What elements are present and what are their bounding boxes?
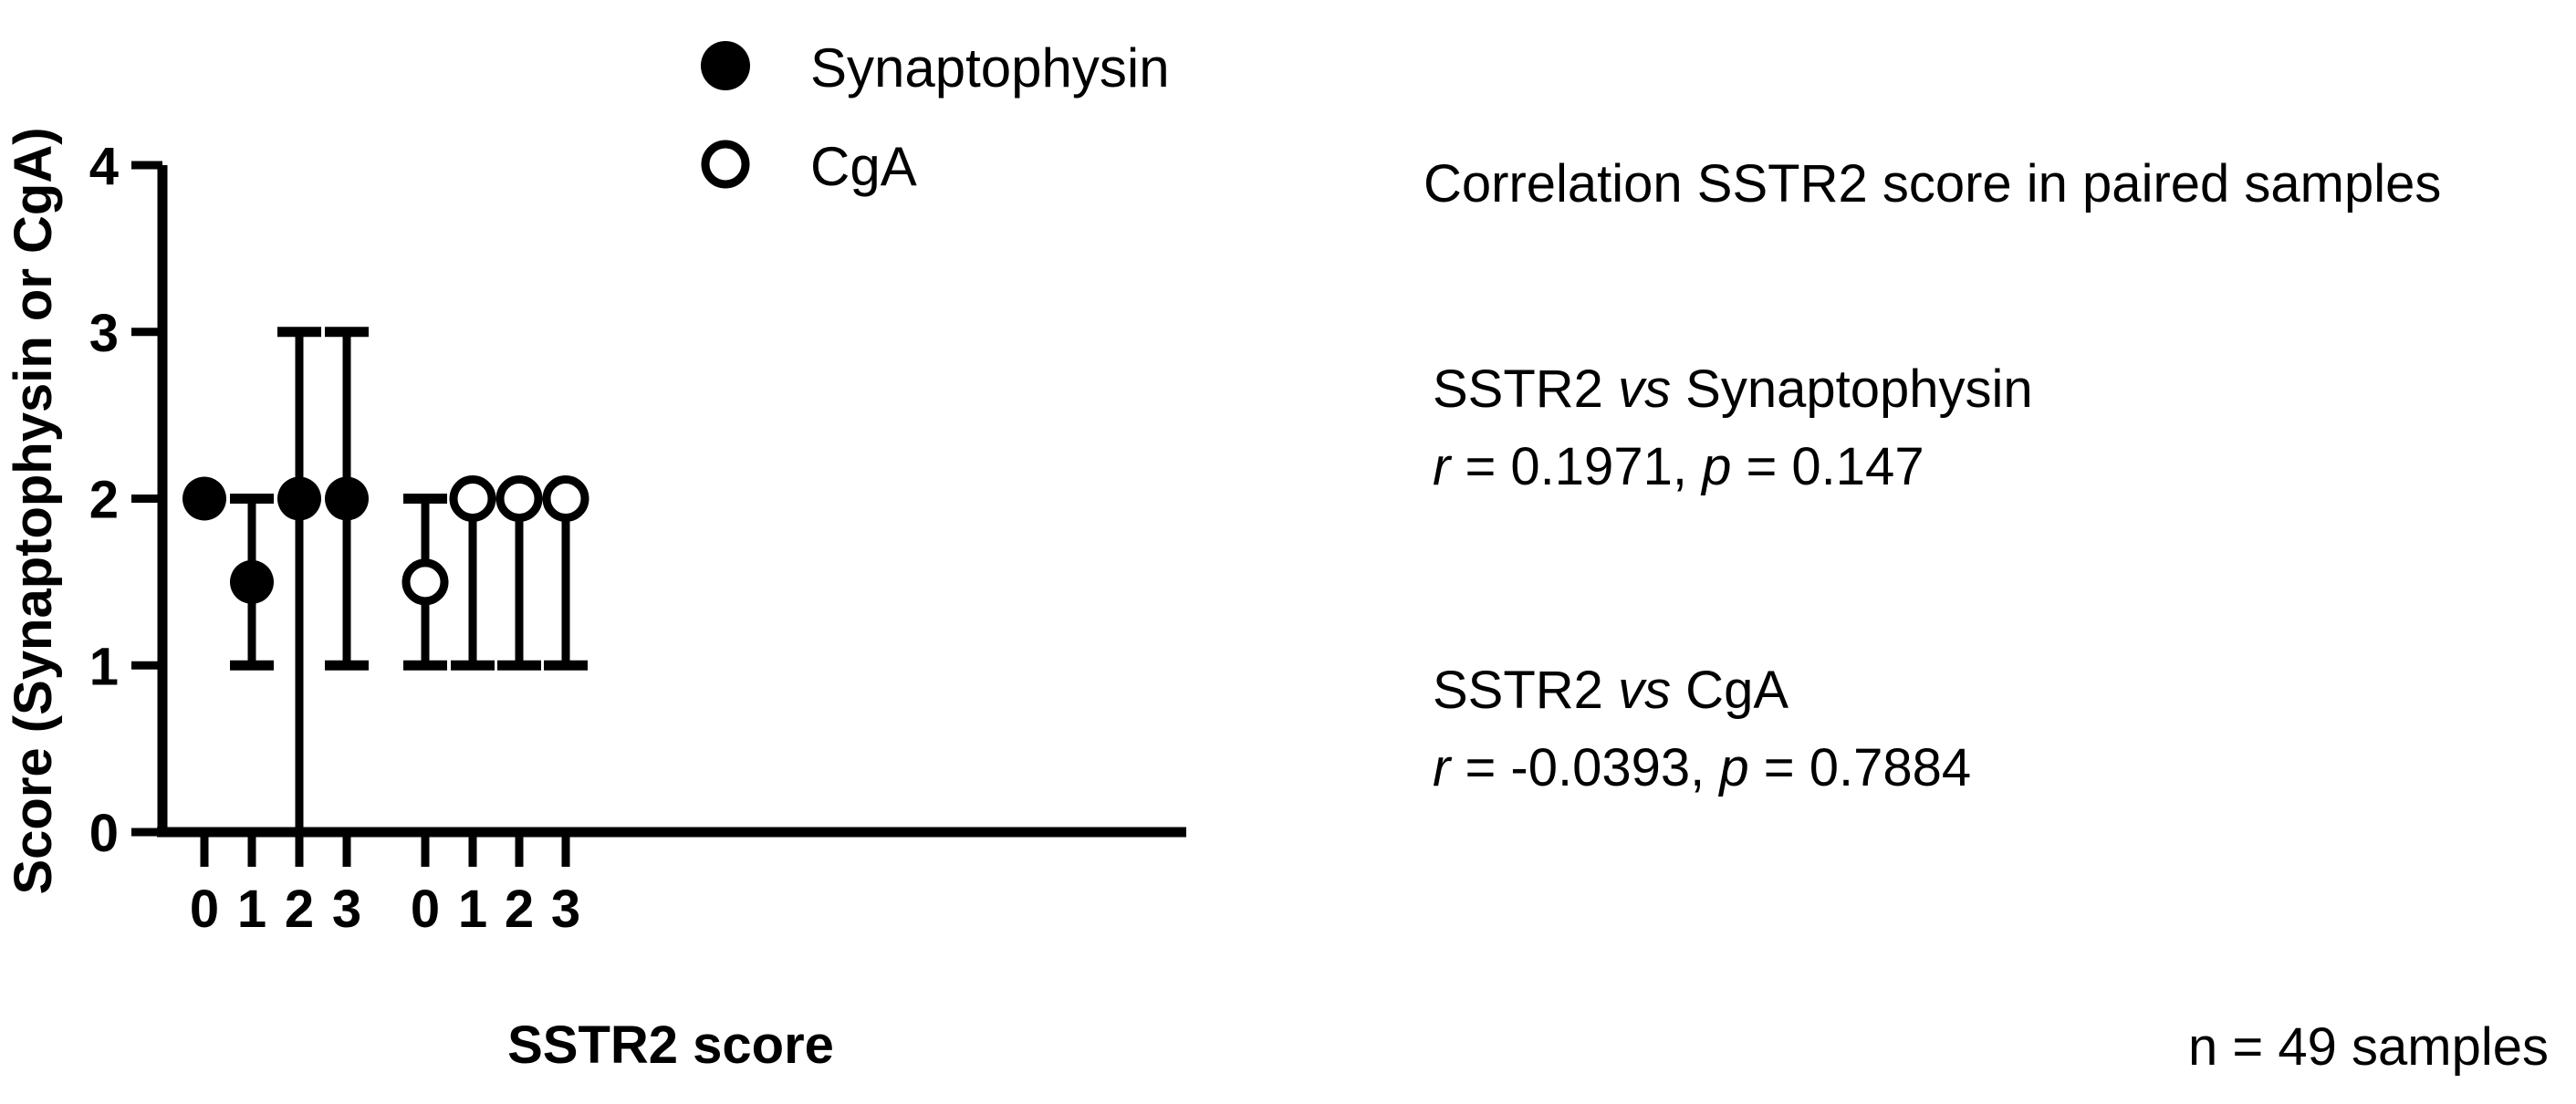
p-value-cga: = 0.7884 (1748, 738, 1972, 797)
r-symbol-synaptophysin: r (1433, 437, 1451, 496)
x-tick-label: 0 (411, 880, 440, 939)
p-value-synaptophysin: = 0.147 (1731, 437, 1924, 496)
p-symbol-cga: p (1719, 738, 1749, 797)
stats-heading-synaptophysin: SSTR2 vs Synaptophysin (1433, 359, 2033, 420)
r-value-cga: = -0.0393, (1450, 738, 1720, 797)
p-symbol-synaptophysin: p (1702, 437, 1732, 496)
stats-heading-prefix-synaptophysin: SSTR2 (1433, 359, 1619, 419)
y-axis-title: Score (Synaptophysin or CgA) (4, 127, 63, 894)
x-tick-label: 1 (458, 880, 487, 939)
sample-count-label: n = 49 samples (2188, 1017, 2549, 1077)
stats-heading-suffix-synaptophysin: Synaptophysin (1671, 359, 2033, 419)
legend-marker-synaptophysin (701, 41, 750, 90)
y-tick-label: 4 (89, 137, 119, 196)
stats-heading-cga: SSTR2 vs CgA (1433, 660, 1789, 721)
r-value-synaptophysin: = 0.1971, (1450, 437, 1703, 496)
stats-values-cga: r = -0.0393, p = 0.7884 (1433, 737, 1971, 798)
y-tick-label: 1 (89, 637, 119, 696)
data-point-cga (542, 475, 589, 522)
data-point-cga (402, 558, 449, 606)
stats-heading-vs-cga: vs (1618, 661, 1672, 720)
y-tick-label: 3 (89, 304, 119, 363)
x-tick-label: 2 (505, 880, 534, 939)
stats-heading-vs-synaptophysin: vs (1618, 359, 1672, 419)
x-tick-label: 3 (332, 880, 361, 939)
data-point-synaptophysin (277, 476, 321, 521)
stats-heading-prefix-cga: SSTR2 (1433, 661, 1619, 720)
r-symbol-cga: r (1433, 738, 1451, 797)
legend-marker-cga (701, 140, 750, 189)
data-point-synaptophysin (183, 476, 226, 521)
data-point-synaptophysin (325, 476, 369, 521)
y-tick-label: 2 (89, 471, 119, 530)
y-tick-label: 0 (89, 804, 119, 863)
x-tick-label: 3 (551, 880, 580, 939)
legend-label-synaptophysin: Synaptophysin (810, 37, 1170, 99)
data-point-synaptophysin (230, 559, 274, 604)
data-point-cga (495, 475, 543, 522)
x-axis-title: SSTR2 score (507, 1015, 834, 1075)
x-tick-label: 2 (285, 880, 314, 939)
chart-legend: Synaptophysin CgA (701, 37, 1170, 197)
x-tick-label: 0 (190, 880, 219, 939)
stats-heading-suffix-cga: CgA (1671, 661, 1789, 720)
panel-title: Correlation SSTR2 score in paired sample… (1424, 154, 2442, 214)
x-tick-label: 1 (237, 880, 266, 939)
text-panel: Correlation SSTR2 score in paired sample… (1369, 0, 2576, 1104)
data-series-group (183, 327, 589, 832)
data-point-cga (449, 475, 496, 522)
stats-values-synaptophysin: r = 0.1971, p = 0.147 (1433, 436, 1924, 497)
legend-label-cga: CgA (810, 136, 917, 197)
y-axis-ticks: 0 1 2 3 4 (89, 137, 162, 863)
